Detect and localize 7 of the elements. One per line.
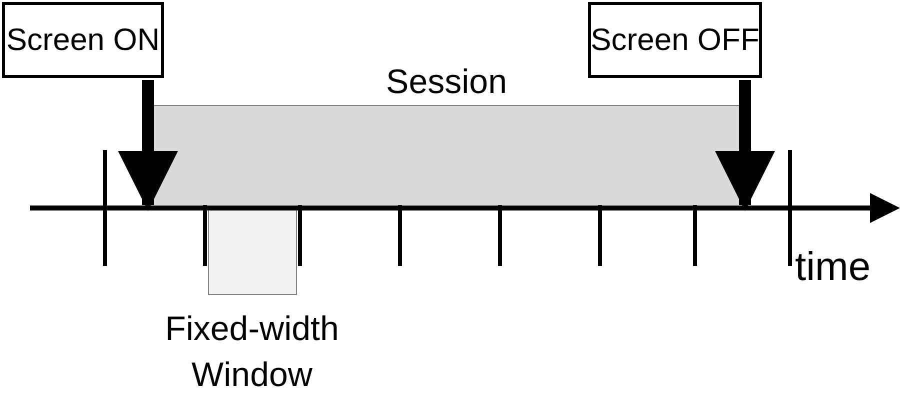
arrow [118, 80, 178, 211]
session-label: Session [386, 63, 507, 101]
axis-label: time [795, 244, 871, 291]
event-box: Screen ON [2, 2, 164, 78]
event-box: Screen OFF [588, 2, 762, 78]
arrow [715, 80, 775, 211]
window-label: Fixed-width Window [164, 309, 340, 396]
